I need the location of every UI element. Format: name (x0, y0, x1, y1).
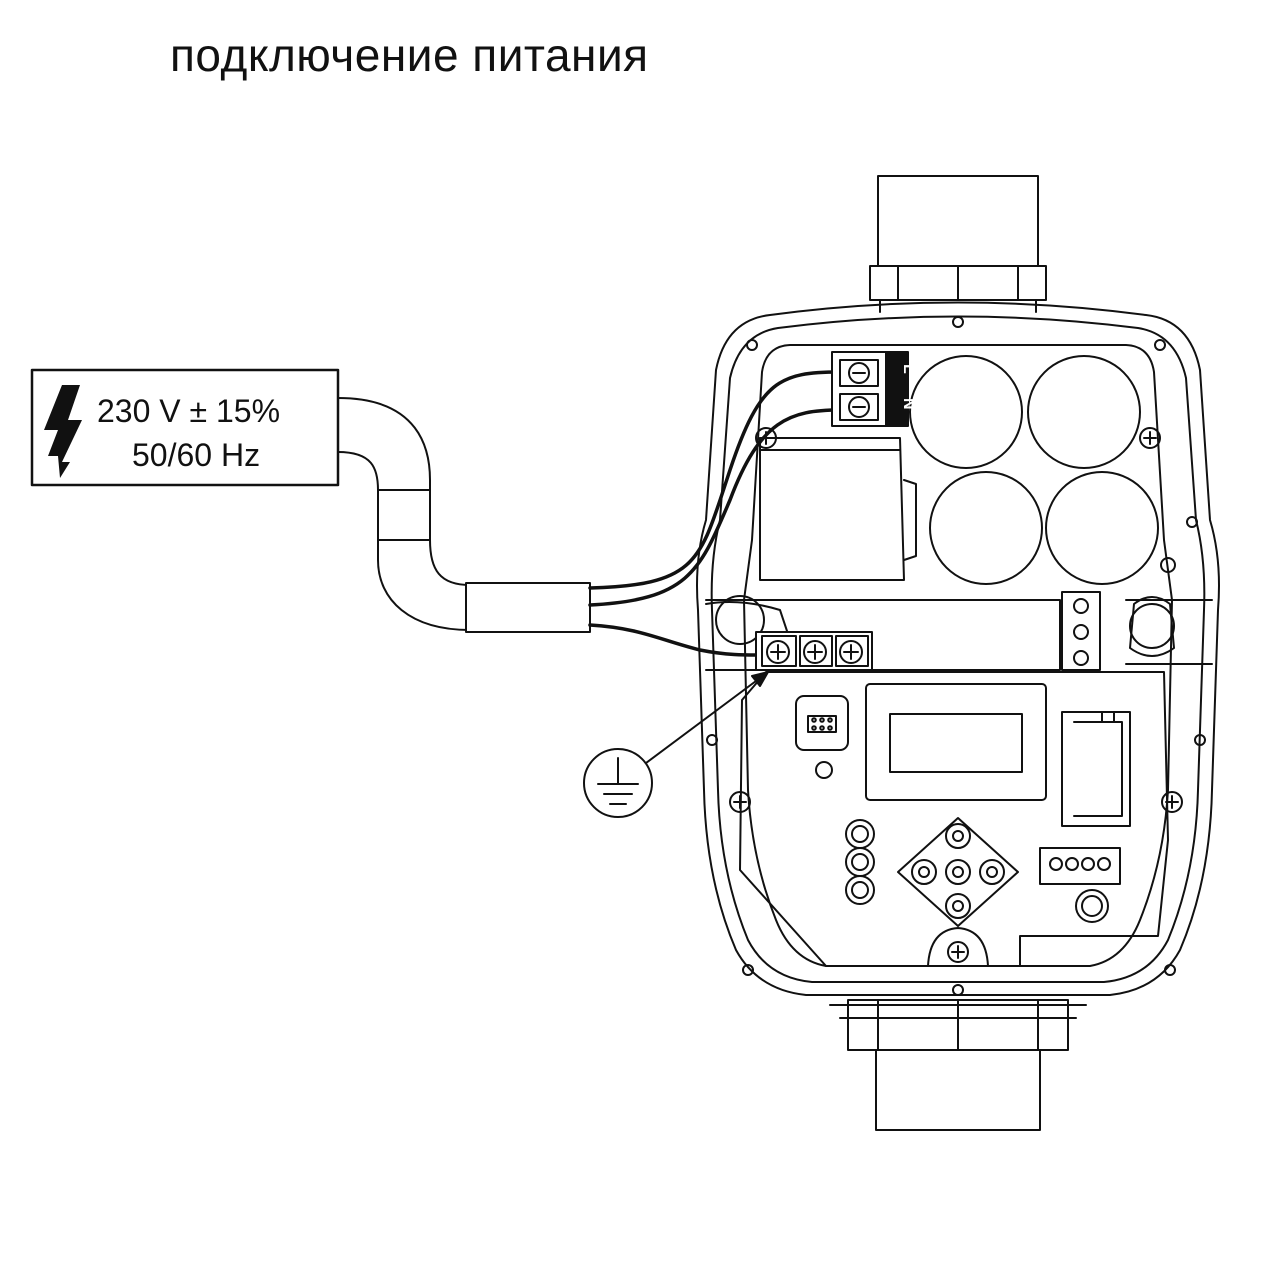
power-cable (337, 397, 591, 633)
pump-housing (696, 175, 1220, 1131)
ground-callout (583, 671, 769, 818)
wire-neutral (588, 408, 842, 607)
supply-voltage: 230 V ± 15% (97, 393, 280, 429)
wires (588, 370, 842, 657)
wire-earth (588, 623, 770, 657)
terminal-label-line: L (900, 364, 917, 374)
earth-terminal-block (755, 631, 873, 671)
supply-label-box: 230 V ± 15% 50/60 Hz (30, 368, 340, 487)
mains-terminal-block: L N (831, 351, 917, 427)
page-title: подключение питания (170, 29, 649, 81)
supply-frequency: 50/60 Hz (132, 437, 260, 473)
ground-symbol-icon (583, 748, 653, 818)
lightning-bolt-icon (44, 385, 82, 478)
mounting-screws (729, 427, 1183, 963)
terminal-label-neutral: N (900, 398, 917, 410)
wire-line (588, 370, 842, 590)
